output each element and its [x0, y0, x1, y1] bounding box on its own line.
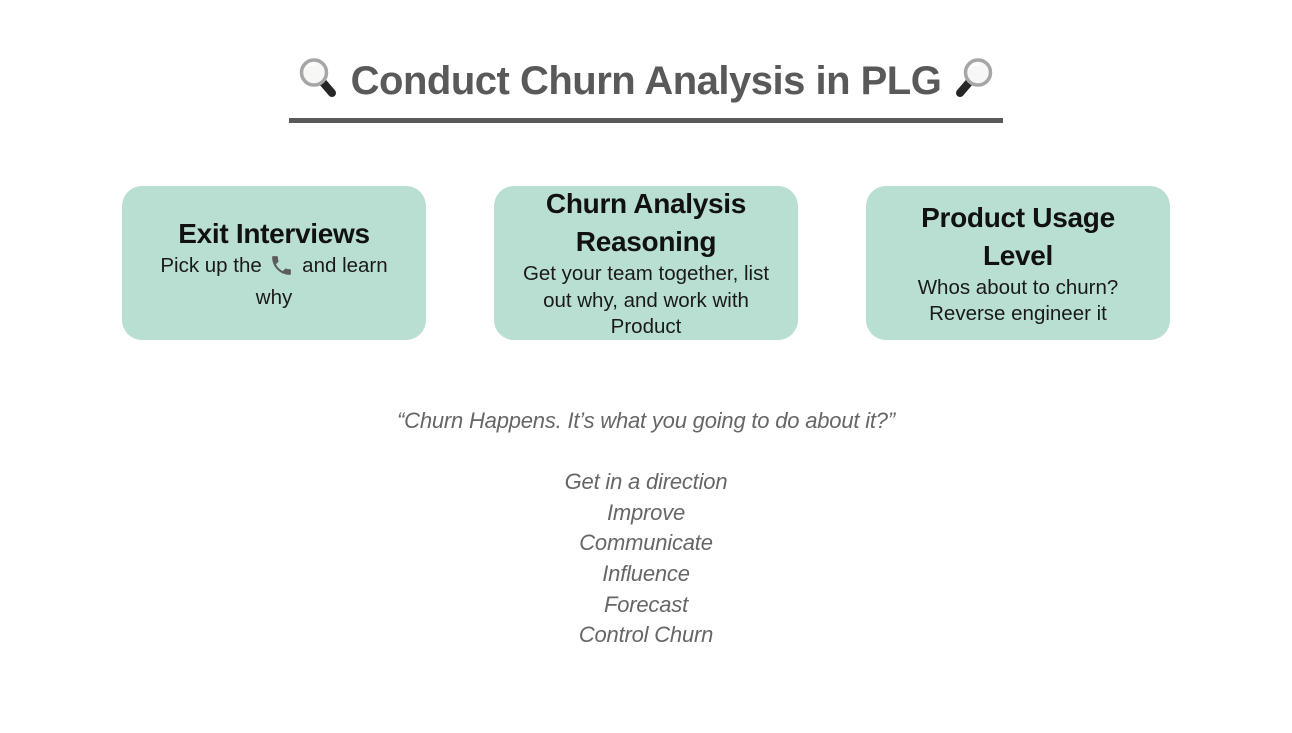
action-list: Get in a direction Improve Communicate I…	[0, 467, 1292, 651]
cards-row: Exit Interviews Pick up the and learn wh…	[0, 186, 1292, 340]
magnifying-glass-tilted-right-icon	[951, 56, 997, 113]
card-churn-analysis-reasoning: Churn Analysis Reasoning Get your team t…	[494, 186, 798, 340]
list-item: Influence	[602, 560, 690, 586]
list-item: Improve	[606, 499, 686, 525]
quote-section: “Churn Happens. It’s what you going to d…	[0, 406, 1292, 651]
slide: Conduct Churn Analysis in PLG Exit Inter…	[0, 56, 1292, 733]
telephone-receiver-icon	[269, 253, 294, 286]
card-body: Get your team together, list out why, an…	[522, 262, 770, 339]
card-body-text-pre: Pick up the	[160, 253, 262, 277]
card-title: Product Usage Level	[921, 201, 1115, 271]
quote-text: “Churn Happens. It’s what you going to d…	[397, 408, 895, 433]
spacer	[0, 437, 1292, 468]
page-title: Conduct Churn Analysis in PLG	[288, 56, 1004, 123]
list-item: Get in a direction	[564, 469, 728, 495]
magnifying-glass-tilted-left-icon	[295, 56, 341, 113]
card-title: Churn Analysis Reasoning	[545, 188, 747, 258]
card-body-text-post: and learn why	[255, 253, 388, 310]
list-item: Forecast	[604, 591, 688, 617]
card-title: Exit Interviews	[178, 217, 370, 249]
card-product-usage-level: Product Usage Level Whos about to churn?…	[866, 186, 1170, 340]
card-body: Pick up the and learn why	[143, 253, 405, 312]
card-exit-interviews: Exit Interviews Pick up the and learn wh…	[122, 186, 426, 340]
card-body: Whos about to churn? Reverse engineer it	[917, 275, 1119, 326]
page-title-text: Conduct Churn Analysis in PLG	[350, 59, 942, 103]
list-item: Control Churn	[578, 622, 714, 648]
slide-header: Conduct Churn Analysis in PLG	[0, 56, 1292, 123]
list-item: Communicate	[579, 530, 713, 556]
